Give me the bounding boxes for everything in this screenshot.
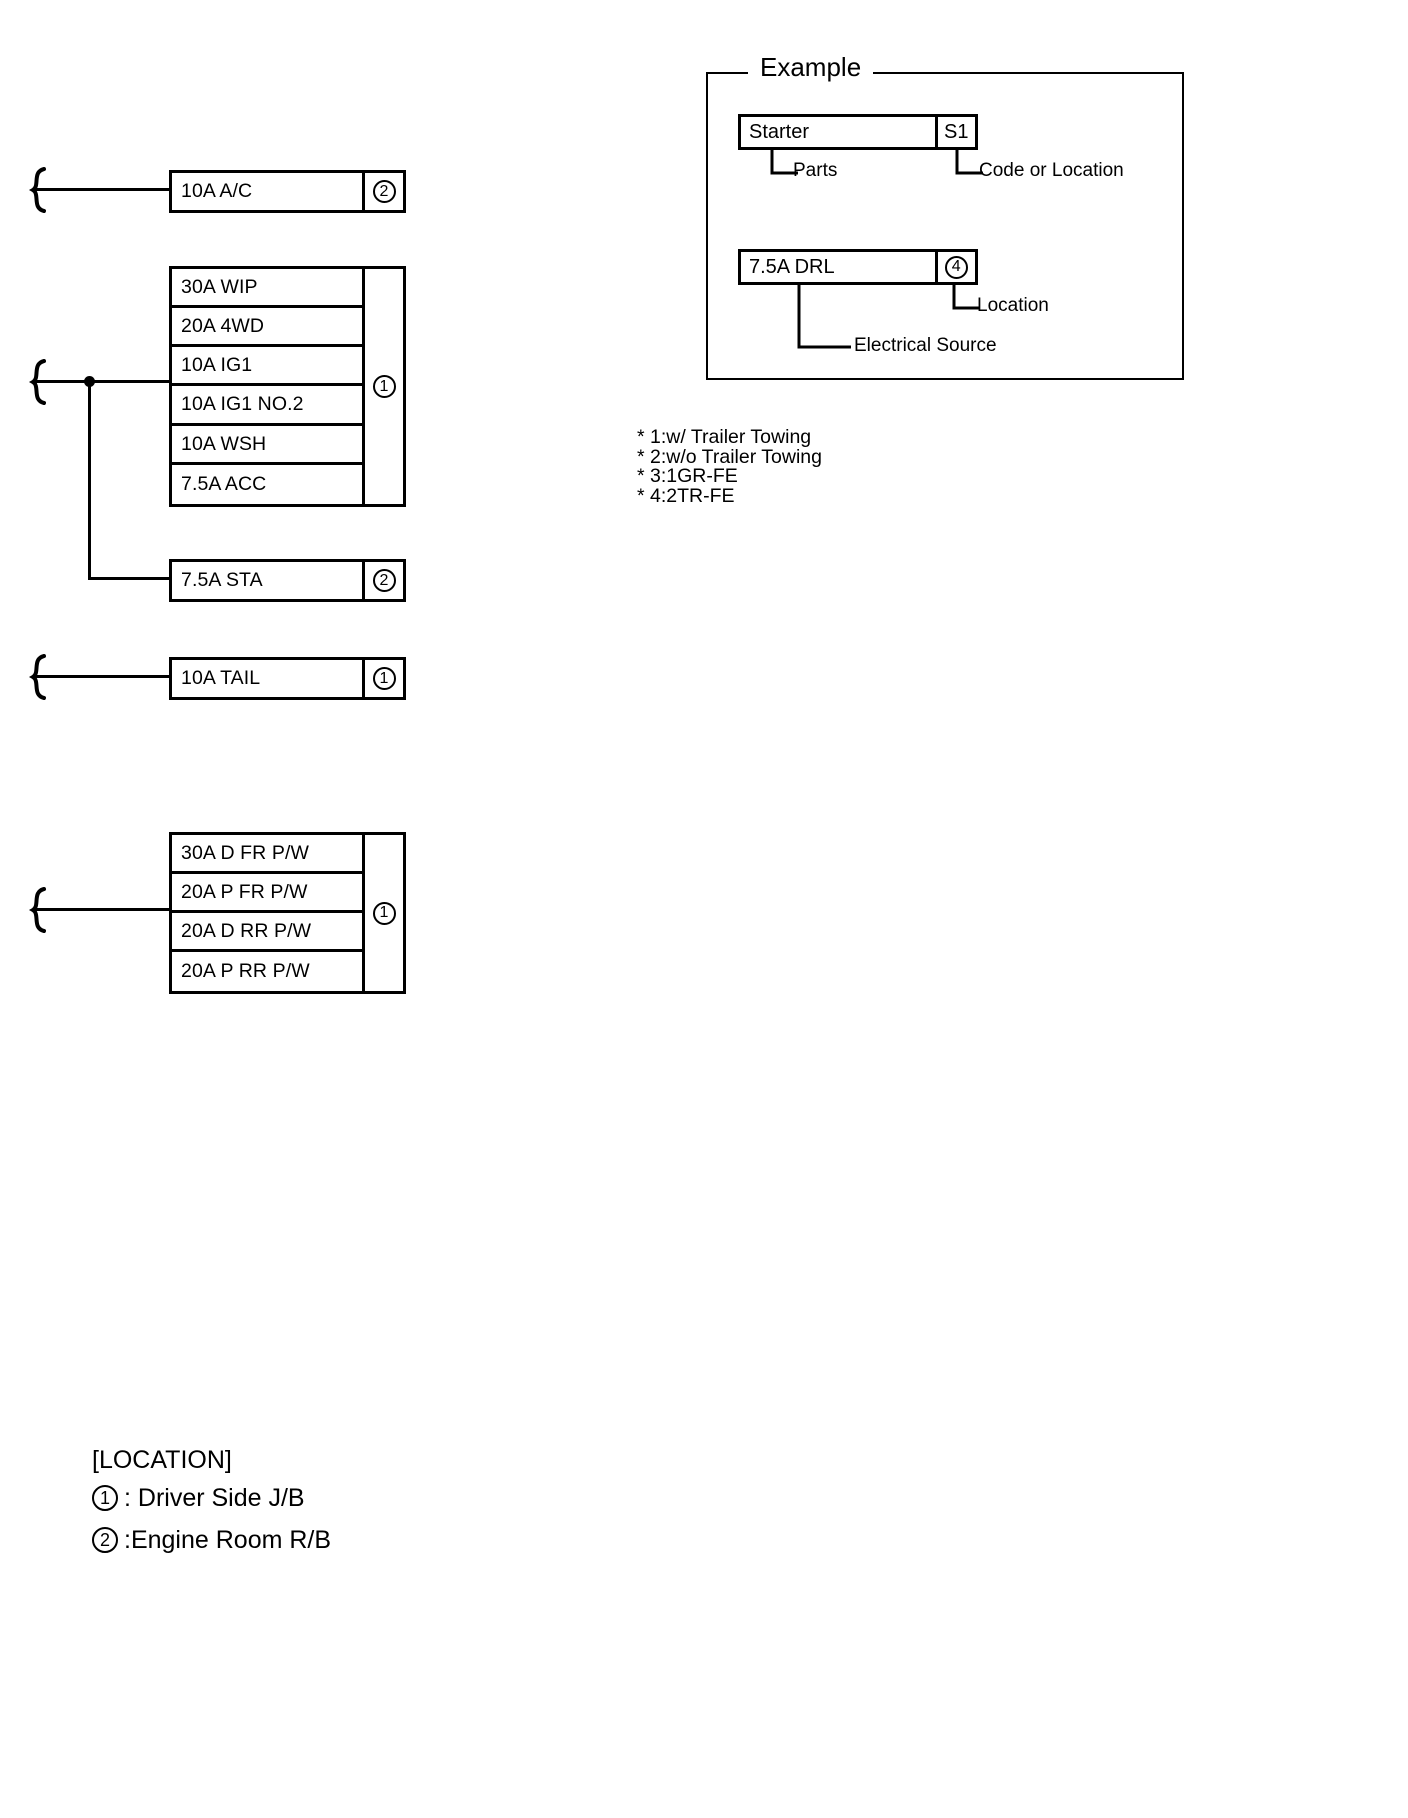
fuse-row[interactable]: 10A TAIL [172,660,362,697]
footnote-item: * 4:2TR-FE [637,484,735,507]
fuse-label: 20A P RR P/W [181,960,310,982]
location-badge: 1 [372,901,396,925]
callout-leader-location [952,283,980,310]
fuse-label: 10A WSH [181,432,267,455]
fuse-label: 20A 4WD [181,314,265,337]
example-code-cell: S1 [934,117,976,147]
footnote-item: * 3:1GR-FE [637,465,738,488]
connector-squiggle-ac [24,166,50,214]
fuse-label: 30A D FR P/W [181,841,309,864]
fuse-label: 10A IG1 NO.2 [181,393,304,415]
fuse-row[interactable]: 30A WIP [172,269,362,308]
wire-branch-vertical [88,380,91,579]
fuse-rows-power-window: 30A D FR P/W 20A P FR P/W 20A D RR P/W 2… [169,832,365,994]
connector-squiggle-main [24,358,50,406]
fuse-row[interactable]: 10A WSH [172,426,362,465]
location-badge: 1 [372,667,396,690]
example-box-drl: 7.5A DRL 4 [738,249,978,285]
callout-leader-code [955,148,983,175]
footnotes-list: * 1:w/ Trailer Towing * 2:w/o Trailer To… [637,426,822,507]
location-legend-item: 2 :Engine Room R/B [92,1519,331,1561]
fuse-row[interactable]: 20A P RR P/W [172,952,362,991]
fuse-block-power-window: 30A D FR P/W 20A P FR P/W 20A D RR P/W 2… [169,832,406,994]
example-box-starter: Starter S1 [738,114,978,150]
fuse-row[interactable]: 10A IG1 NO.2 [172,386,362,426]
wire-main-feed [36,380,169,383]
callout-leader-parts [770,148,798,175]
fuse-label: 10A A/C [181,180,253,202]
example-code-label: S1 [944,120,969,143]
callout-leader-electrical-source [797,283,851,349]
fuse-location-cell[interactable]: 1 [365,266,406,507]
fuse-label: 10A TAIL [181,667,261,689]
connector-squiggle-tail [24,653,50,701]
fuse-rows-sta: 7.5A STA [169,559,365,602]
footnote-item: * 2:w/o Trailer Towing [637,445,822,468]
location-badge: 2 [92,1527,118,1553]
example-panel [706,72,1184,380]
location-badge: 1 [92,1485,118,1511]
location-legend-item-text: : Driver Side J/B [124,1484,305,1512]
fuse-label: 20A P FR P/W [181,880,308,903]
example-panel-title: Example [748,52,874,82]
example-fuse-cell: 7.5A DRL [741,252,935,282]
fuse-location-cell[interactable]: 2 [365,170,406,213]
fuse-block-tail: 10A TAIL 1 [169,657,406,700]
fuse-location-cell[interactable]: 2 [365,559,406,602]
wire-ac [36,188,169,191]
location-legend-title: [LOCATION] [92,1446,232,1474]
fuse-rows-main-jb: 30A WIP 20A 4WD 10A IG1 10A IG1 NO.2 10A… [169,266,365,507]
wire-branch-to-sta [88,577,169,580]
fuse-row[interactable]: 7.5A STA [172,562,362,599]
fuse-label: 20A D RR P/W [181,919,312,942]
fuse-row[interactable]: 7.5A ACC [172,465,362,504]
example-part-label: Starter [749,120,810,143]
example-location-cell: 4 [934,252,976,282]
callout-location-label: Location [977,295,1049,316]
fuse-label: 30A WIP [181,275,258,298]
fuse-row[interactable]: 20A D RR P/W [172,913,362,952]
wire-tail [36,675,169,678]
wire-power-window [36,908,169,911]
connector-squiggle-pw [24,886,50,934]
fuse-rows-tail: 10A TAIL [169,657,365,700]
fuse-row[interactable]: 20A P FR P/W [172,874,362,913]
fuse-location-cell[interactable]: 1 [365,657,406,700]
location-legend-item: 1 : Driver Side J/B [92,1477,331,1519]
fuse-block-sta: 7.5A STA 2 [169,559,406,602]
fuse-label: 10A IG1 [181,353,253,376]
fuse-label: 7.5A ACC [181,473,267,495]
callout-parts-label: Parts [793,160,838,181]
example-part-cell: Starter [741,117,935,147]
fuse-rows-ac: 10A A/C [169,170,365,213]
location-badge: 2 [372,180,396,203]
location-badge: 2 [372,569,396,592]
fuse-location-cell[interactable]: 1 [365,832,406,994]
footnote-item: * 1:w/ Trailer Towing [637,426,812,448]
location-legend-item-text: :Engine Room R/B [124,1526,332,1554]
fuse-block-main-jb: 30A WIP 20A 4WD 10A IG1 10A IG1 NO.2 10A… [169,266,406,507]
example-fuse-label: 7.5A DRL [749,255,835,278]
fuse-row[interactable]: 30A D FR P/W [172,835,362,874]
fuse-block-ac: 10A A/C 2 [169,170,406,213]
location-badge: 1 [372,375,396,398]
location-badge: 4 [944,255,968,279]
callout-code-label: Code or Location [979,160,1124,181]
fuse-label: 7.5A STA [181,569,263,591]
location-legend: [LOCATION] 1 : Driver Side J/B 2 :Engine… [92,1443,331,1561]
callout-electrical-source-label: Electrical Source [854,335,997,356]
fuse-row[interactable]: 20A 4WD [172,308,362,347]
fuse-row[interactable]: 10A A/C [172,173,362,210]
fuse-row[interactable]: 10A IG1 [172,347,362,386]
